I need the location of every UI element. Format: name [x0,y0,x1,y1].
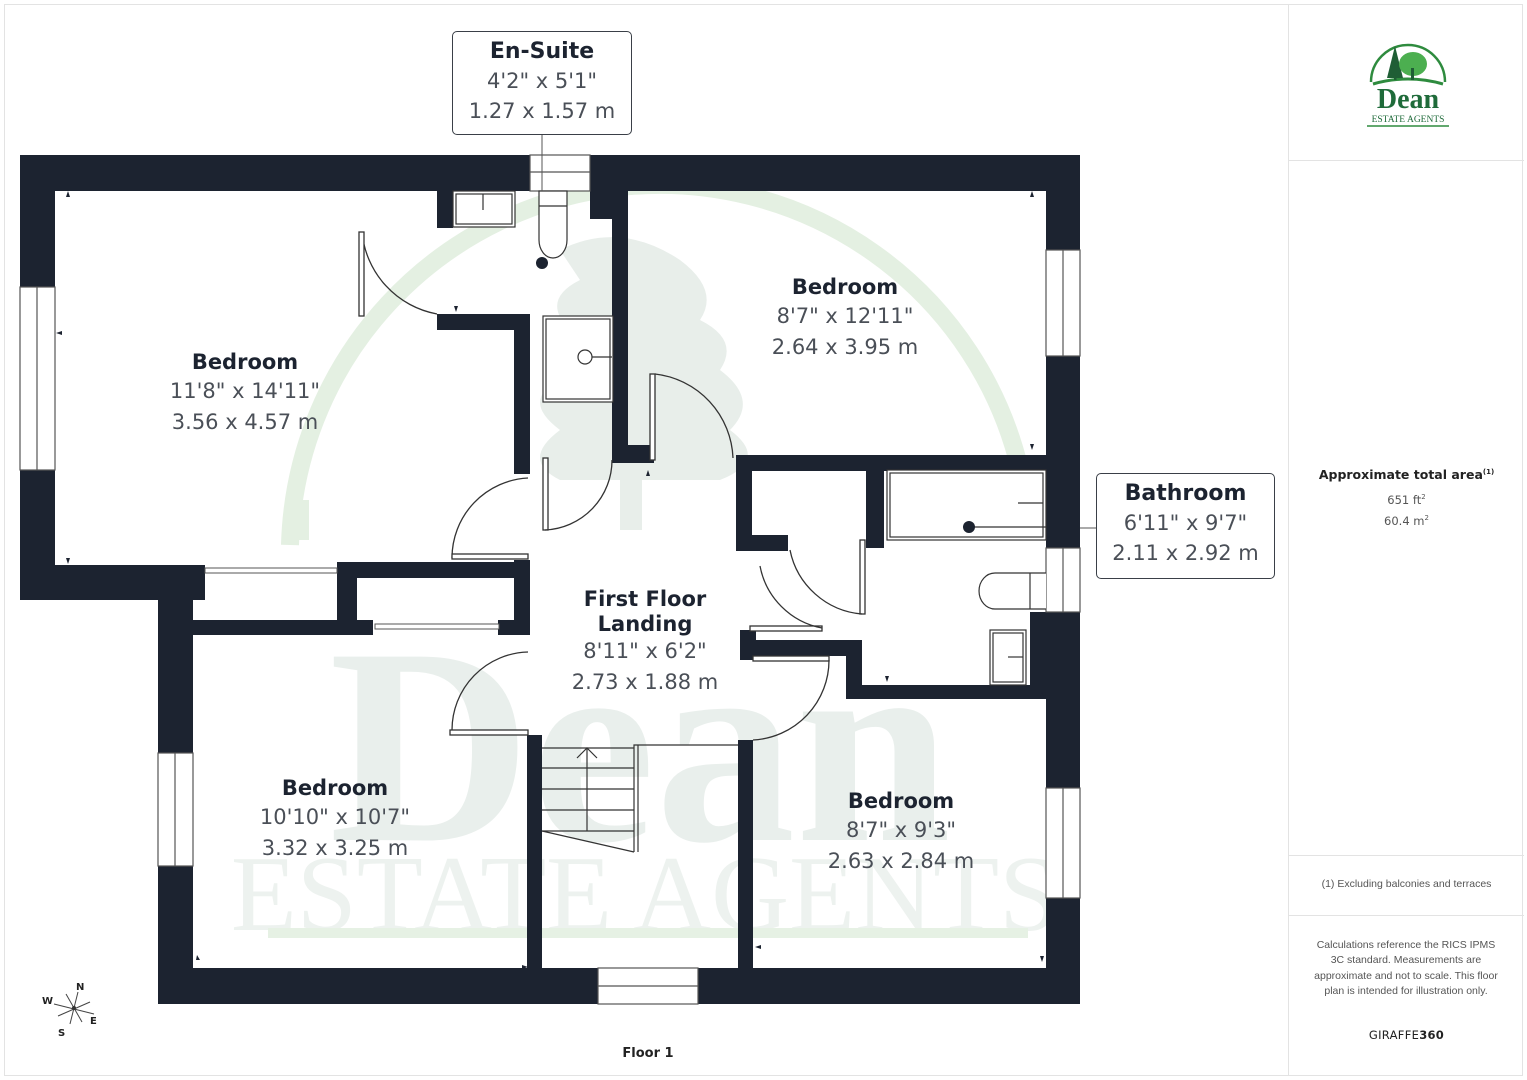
room-name: Bedroom [191,350,299,374]
callout-imperial: 6'11" x 9'7" [1123,511,1248,535]
room-metric: 2.64 x 3.95 m [771,335,919,359]
callout-bathroom: Bathroom 6'11" x 9'7" 2.11 x 2.92 m [1096,473,1275,579]
callout-metric: 1.27 x 1.57 m [468,99,616,123]
compass-e: E [90,1016,97,1027]
room-label-bedroom-2: Bedroom 8'7" x 12'11" 2.64 x 3.95 m [735,273,955,363]
room-label-bedroom-4: Bedroom 8'7" x 9'3" 2.63 x 2.84 m [791,787,1011,877]
fixtures [452,190,1047,686]
area-panel: Approximate total area(1) 651 ft2 60.4 m… [1289,161,1524,856]
callout-title: Bathroom [1124,481,1247,506]
area-metric-sup: 2 [1424,514,1429,523]
area-imperial-sup: 2 [1421,493,1426,502]
callout-title: En-Suite [489,39,595,64]
bath-tap [963,521,975,533]
staircase [541,744,738,853]
footnote-text: (1) Excluding balconies and terraces [1321,878,1492,890]
page-frame [4,4,1523,1076]
room-name: Bedroom [791,275,899,299]
room-metric: 2.73 x 1.88 m [571,670,719,694]
en-suite-wc-flush [536,257,548,269]
compass-rose: N W E S [36,982,116,1042]
room-imperial: 8'11" x 6'2" [583,639,707,663]
callout-metric: 2.11 x 2.92 m [1112,541,1259,565]
dean-logo: Dean ESTATE AGENTS [1363,38,1453,130]
room-name-line2: Landing [597,612,693,636]
brand-suffix: 360 [1419,1028,1445,1042]
wardrobe-doors [204,567,500,630]
area-imperial: 651 ft2 [1289,493,1524,507]
brand-prefix: GIRAFFE [1368,1028,1420,1042]
giraffe360-brand: GIRAFFE360 [1289,1028,1524,1042]
callout-en-suite: En-Suite 4'2" x 5'1" 1.27 x 1.57 m [452,31,632,135]
area-metric: 60.4 m2 [1289,514,1524,528]
svg-text:Dean: Dean [1377,84,1440,115]
room-metric: 2.63 x 2.84 m [827,849,975,873]
room-imperial: 10'10" x 10'7" [259,805,411,829]
compass-icon [53,991,95,1025]
logo-panel: Dean ESTATE AGENTS [1289,4,1524,161]
dimension-markers [56,191,1044,969]
area-imperial-value: 651 ft [1387,493,1422,507]
disclaimer-text: Calculations reference the RICS IPMS 3C … [1314,939,1498,997]
area-metric-value: 60.4 m [1384,514,1425,528]
area-title-text: Approximate total area [1318,467,1483,482]
room-metric: 3.56 x 4.57 m [171,410,319,434]
room-name-line1: First Floor [583,587,707,611]
floor-plan: Dean ESTATE AGENTS [19,31,1275,1061]
area-title: Approximate total area(1) [1289,467,1524,482]
windows [19,154,1081,1005]
room-imperial: 8'7" x 12'11" [776,304,914,328]
room-label-bedroom-1: Bedroom 11'8" x 14'11" 3.56 x 4.57 m [135,348,355,438]
compass-n: N [76,982,85,993]
walls [20,155,1080,1004]
svg-text:ESTATE AGENTS: ESTATE AGENTS [1372,115,1445,125]
floor-plan-drawing: Dean ESTATE AGENTS [19,134,1096,1005]
footnote-panel: (1) Excluding balconies and terraces [1289,856,1524,916]
compass-w: W [42,996,54,1007]
info-sidebar: Dean ESTATE AGENTS Approximate total are… [1288,4,1524,1076]
room-imperial: 8'7" x 9'3" [845,818,957,842]
room-name: Bedroom [847,789,955,813]
disclaimer-panel: Calculations reference the RICS IPMS 3C … [1289,916,1524,1076]
room-metric: 3.32 x 3.25 m [261,836,409,860]
floor-label: Floor 1 [622,1046,674,1061]
room-label-landing: First Floor Landing 8'11" x 6'2" 2.73 x … [535,586,755,698]
compass-s: S [58,1028,66,1039]
room-label-bedroom-3: Bedroom 10'10" x 10'7" 3.32 x 3.25 m [225,774,445,864]
tree-logo-icon: Dean ESTATE AGENTS [1367,43,1449,127]
callout-imperial: 4'2" x 5'1" [486,69,598,93]
doors [358,231,866,741]
room-imperial: 11'8" x 14'11" [169,379,321,403]
room-name: Bedroom [281,776,389,800]
footnote-marker: (1) [1482,467,1495,476]
